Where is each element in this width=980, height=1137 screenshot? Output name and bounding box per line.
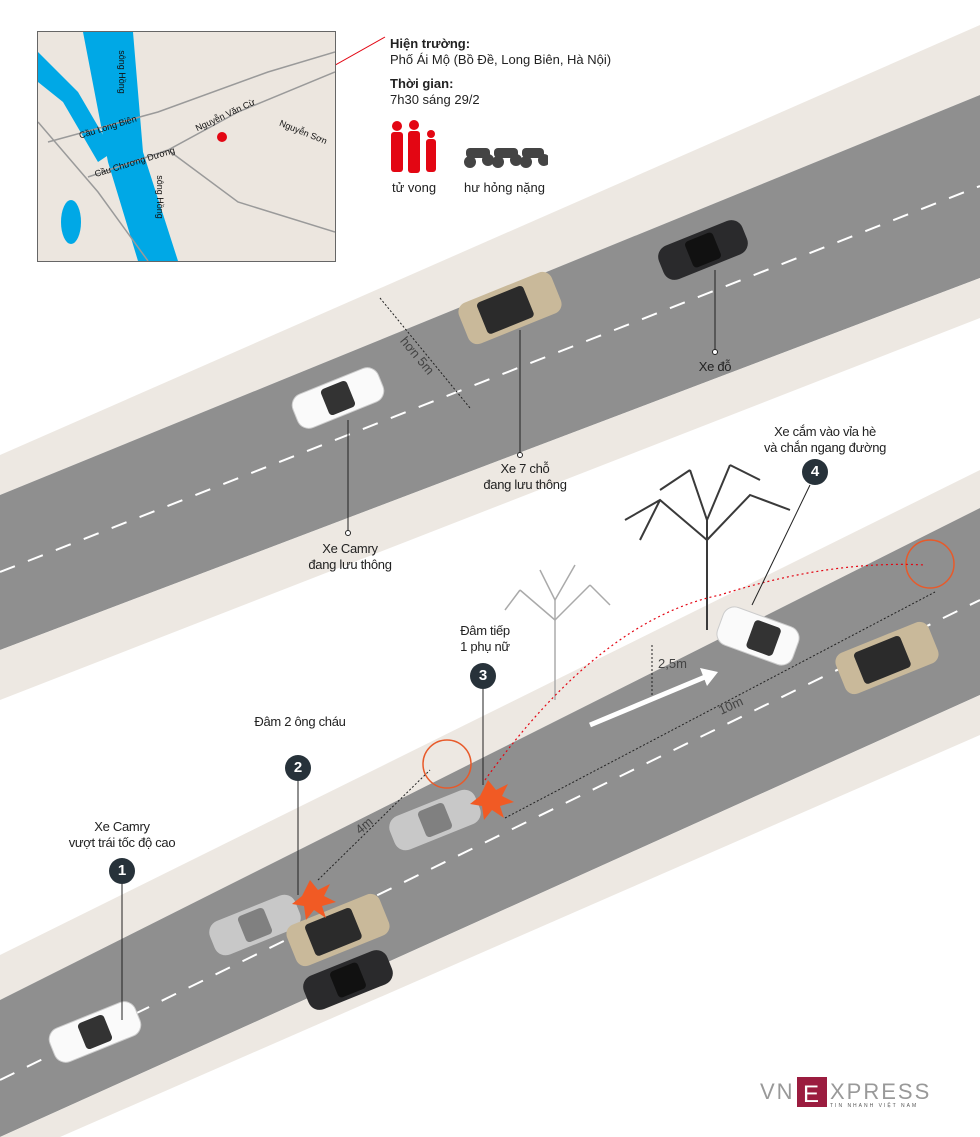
- bottom-road: [0, 508, 980, 1137]
- step-badge-1: 1: [109, 858, 135, 884]
- motorbike-icon: [520, 148, 548, 168]
- black-car: [303, 950, 393, 1010]
- suv-car: [458, 271, 562, 345]
- step-badge-2: 2: [285, 755, 311, 781]
- deaths-label: tử vong: [392, 180, 437, 195]
- parked-car-black: [658, 220, 748, 280]
- svg-text:E: E: [803, 1081, 819, 1108]
- step2-label: Đâm 2 ông cháu: [254, 714, 346, 729]
- map-graphic: [38, 32, 335, 261]
- motorbike-icon: [492, 148, 522, 168]
- svg-text:XPRESS: XPRESS: [830, 1079, 931, 1104]
- camry-car-crashed: [716, 606, 800, 666]
- scene-value: Phố Ái Mộ (Bồ Đề, Long Biên, Hà Nội): [390, 52, 612, 67]
- victim-circle: [422, 739, 472, 789]
- motorbike-icon: [464, 148, 494, 168]
- step-badge-3: 3: [470, 663, 496, 689]
- camry-car-motion: [389, 789, 481, 851]
- camry-car-motion: [209, 894, 301, 956]
- casualty-icons: [391, 120, 548, 173]
- impact-icon: [470, 780, 514, 820]
- parked-car-label: Xe đỗ: [698, 359, 732, 374]
- scene-heading: Hiện trường:: [390, 36, 471, 51]
- top-sidewalk-lower: [0, 278, 980, 700]
- logo-graphic: VN E XPRESS TIN NHANH VIỆT NAM: [760, 1077, 931, 1109]
- distance-label: 2,5m: [658, 656, 687, 671]
- top-sidewalk-upper: [0, 25, 980, 495]
- suv-car: [286, 893, 390, 967]
- person-icon: [391, 121, 403, 172]
- damaged-label: hư hỏng nặng: [464, 180, 545, 195]
- person-icon: [408, 120, 420, 173]
- location-map: sông Hồng sông Hồng Cầu Long Biên Cầu Ch…: [37, 31, 336, 262]
- vnexpress-logo: VN E XPRESS TIN NHANH VIỆT NAM: [760, 1075, 940, 1109]
- trajectory-path: [484, 563, 926, 781]
- top-lane-dash: [0, 185, 980, 573]
- impact-icon: [292, 880, 336, 920]
- person-icon: [426, 130, 436, 172]
- accident-location-icon: [217, 132, 227, 142]
- tree-icon: [504, 564, 611, 700]
- map-label: sông Hồng: [154, 175, 165, 219]
- bottom-sidewalk: [0, 470, 980, 1000]
- svg-text:TIN NHANH VIỆT NAM: TIN NHANH VIỆT NAM: [830, 1101, 918, 1109]
- camry-car: [291, 367, 385, 429]
- camry-car-start: [48, 1001, 142, 1063]
- time-heading: Thời gian:: [390, 76, 454, 91]
- map-label: sông Hồng: [116, 50, 127, 94]
- bottom-lane-dash: [0, 599, 980, 1081]
- suv-car: [835, 621, 939, 695]
- river: [83, 32, 178, 261]
- step-badge-4: 4: [802, 459, 828, 485]
- dimension-line: [504, 591, 936, 819]
- direction-arrow-icon: [700, 668, 718, 686]
- svg-text:VN: VN: [760, 1079, 795, 1104]
- bottom-sidewalk-lower: [0, 695, 980, 1137]
- tree-icon: [624, 464, 791, 630]
- incident-info: Hiện trường: Phố Ái Mộ (Bồ Đề, Long Biên…: [390, 36, 611, 108]
- time-value: 7h30 sáng 29/2: [390, 92, 480, 107]
